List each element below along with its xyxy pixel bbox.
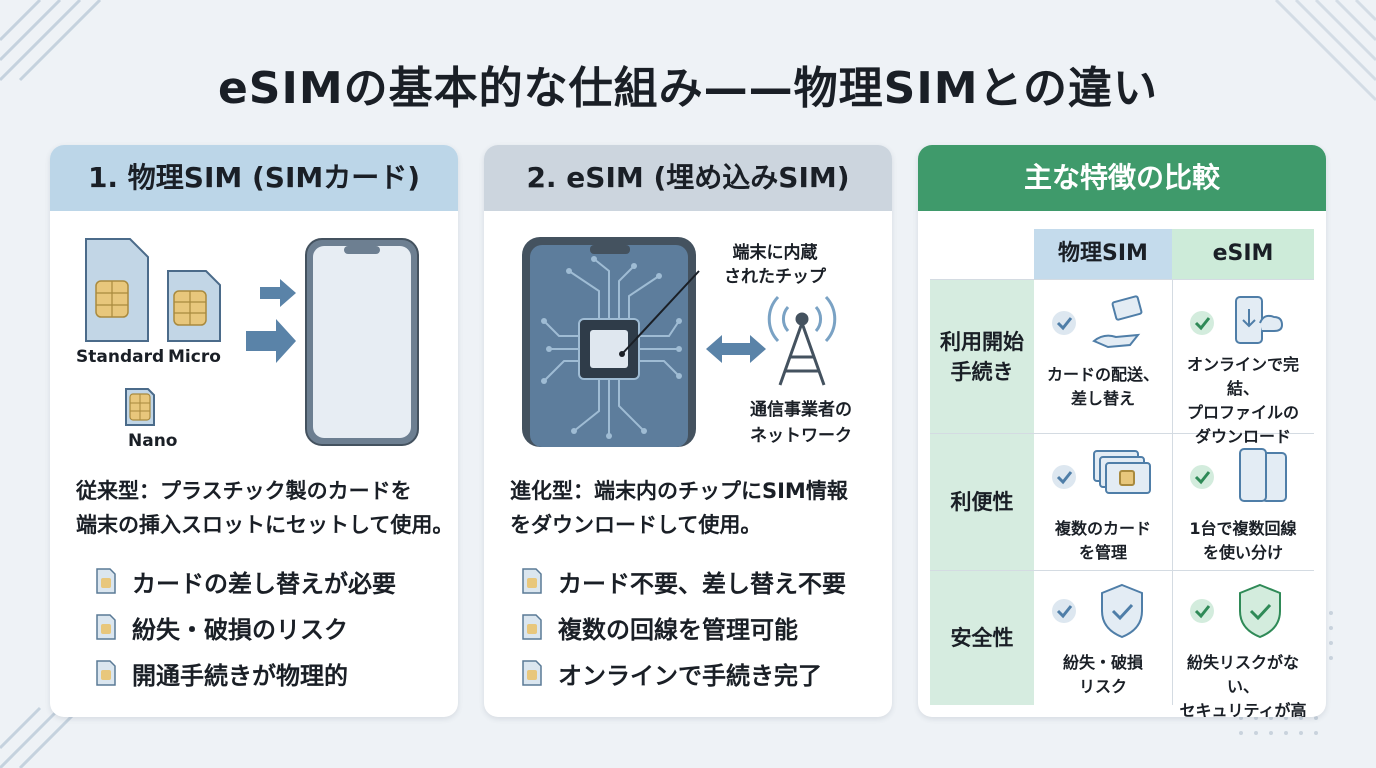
cell-physical-start: カードの配送、差し替え bbox=[1046, 365, 1159, 408]
column-header-esim: eSIM bbox=[1172, 229, 1314, 279]
cell-tower-icon bbox=[778, 312, 826, 386]
column-header-physical: 物理SIM bbox=[1034, 229, 1172, 279]
physical-sim-bullets: カードの差し替えが必要 紛失・破損のリスク 開通手続きが物理的 bbox=[96, 558, 396, 696]
standard-label: Standard bbox=[76, 347, 165, 367]
esim-heading: 2. eSIM (埋め込みSIM) bbox=[484, 145, 892, 211]
cell-esim-security: 紛失リスクがない、セキュリティが高い bbox=[1179, 653, 1307, 717]
comparison-table: 物理SIM eSIM 利用開始手続き カードの配送、差し替え bbox=[930, 229, 1314, 717]
smartphone-with-chip-icon bbox=[522, 237, 700, 447]
decorative-stripes bbox=[0, 0, 102, 82]
micro-sim-card-icon bbox=[167, 270, 221, 342]
nano-label: Nano bbox=[128, 431, 178, 451]
sim-cards-illustration bbox=[85, 238, 419, 446]
sim-card-icon bbox=[96, 614, 116, 640]
sim-card-icon bbox=[522, 660, 542, 686]
esim-description: 進化型：端末内のチップにSIM情報 をダウンロードして使用。 bbox=[510, 479, 848, 537]
cell-esim-convenience: 1台で複数回線を使い分け bbox=[1189, 519, 1297, 562]
cell-physical-convenience: 複数のカードを管理 bbox=[1054, 519, 1151, 562]
list-item: 紛失・破損のリスク bbox=[96, 604, 396, 650]
sim-card-icon bbox=[522, 614, 542, 640]
sim-card-icon bbox=[96, 568, 116, 594]
list-item: カード不要、差し替え不要 bbox=[522, 558, 846, 604]
row-label-start-procedure: 利用開始手続き bbox=[930, 280, 1034, 433]
row-label-convenience: 利便性 bbox=[930, 434, 1034, 570]
insert-arrow-icon bbox=[246, 279, 296, 363]
list-item: カードの差し替えが必要 bbox=[96, 558, 396, 604]
multiple-cards-icon bbox=[1093, 450, 1151, 494]
list-item: オンラインで手続き完了 bbox=[522, 650, 846, 696]
check-icon bbox=[1190, 311, 1214, 335]
nano-sim-card-icon bbox=[125, 388, 155, 426]
cell-esim-start: オンラインで完結、プロファイルのダウンロード bbox=[1186, 355, 1299, 446]
check-icon bbox=[1052, 311, 1076, 335]
shield-icon bbox=[1239, 583, 1281, 639]
list-item: 複数の回線を管理可能 bbox=[522, 604, 846, 650]
comparison-heading: 主な特徴の比較 bbox=[918, 145, 1326, 211]
row-label-security: 安全性 bbox=[930, 571, 1034, 705]
check-icon bbox=[1190, 599, 1214, 623]
physical-sim-description: 従来型：プラスチック製のカードを 端末の挿入スロットにセットして使用。 bbox=[76, 479, 454, 537]
decorative-stripes bbox=[1274, 0, 1376, 102]
esim-bullets: カード不要、差し替え不要 複数の回線を管理可能 オンラインで手続き完了 bbox=[522, 558, 846, 696]
esim-illustration bbox=[522, 237, 837, 447]
network-label: 通信事業者の ネットワーク bbox=[750, 400, 852, 446]
decorative-stripes bbox=[0, 706, 82, 768]
chip-label: 端末に内蔵 されたチップ bbox=[724, 243, 826, 287]
page-title: eSIMの基本的な仕組み——物理SIMとの違い bbox=[217, 63, 1159, 114]
comparison-panel: 主な特徴の比較 物理SIM eSIM 利用開始手続き カードの配送、差し替え bbox=[918, 145, 1326, 717]
check-icon bbox=[1052, 465, 1076, 489]
shield-icon bbox=[1101, 583, 1143, 639]
sim-card-icon bbox=[522, 568, 542, 594]
list-item: 開通手続きが物理的 bbox=[96, 650, 396, 696]
cell-physical-security: 紛失・破損リスク bbox=[1062, 653, 1143, 696]
two-phones-icon bbox=[1239, 448, 1287, 502]
sim-card-icon bbox=[96, 660, 116, 686]
smartphone-icon bbox=[305, 238, 419, 446]
card-handover-icon bbox=[1092, 295, 1143, 349]
check-icon bbox=[1190, 465, 1214, 489]
micro-label: Micro bbox=[168, 347, 221, 367]
esim-panel: 2. eSIM (埋め込みSIM) bbox=[484, 145, 892, 717]
standard-sim-card-icon bbox=[85, 238, 149, 342]
phone-download-icon bbox=[1235, 296, 1284, 344]
physical-sim-heading: 1. 物理SIM (SIMカード) bbox=[50, 145, 458, 211]
double-arrow-icon bbox=[706, 335, 766, 363]
signal-waves-icon bbox=[767, 295, 837, 343]
check-icon bbox=[1052, 599, 1076, 623]
physical-sim-panel: 1. 物理SIM (SIMカード) bbox=[50, 145, 458, 717]
